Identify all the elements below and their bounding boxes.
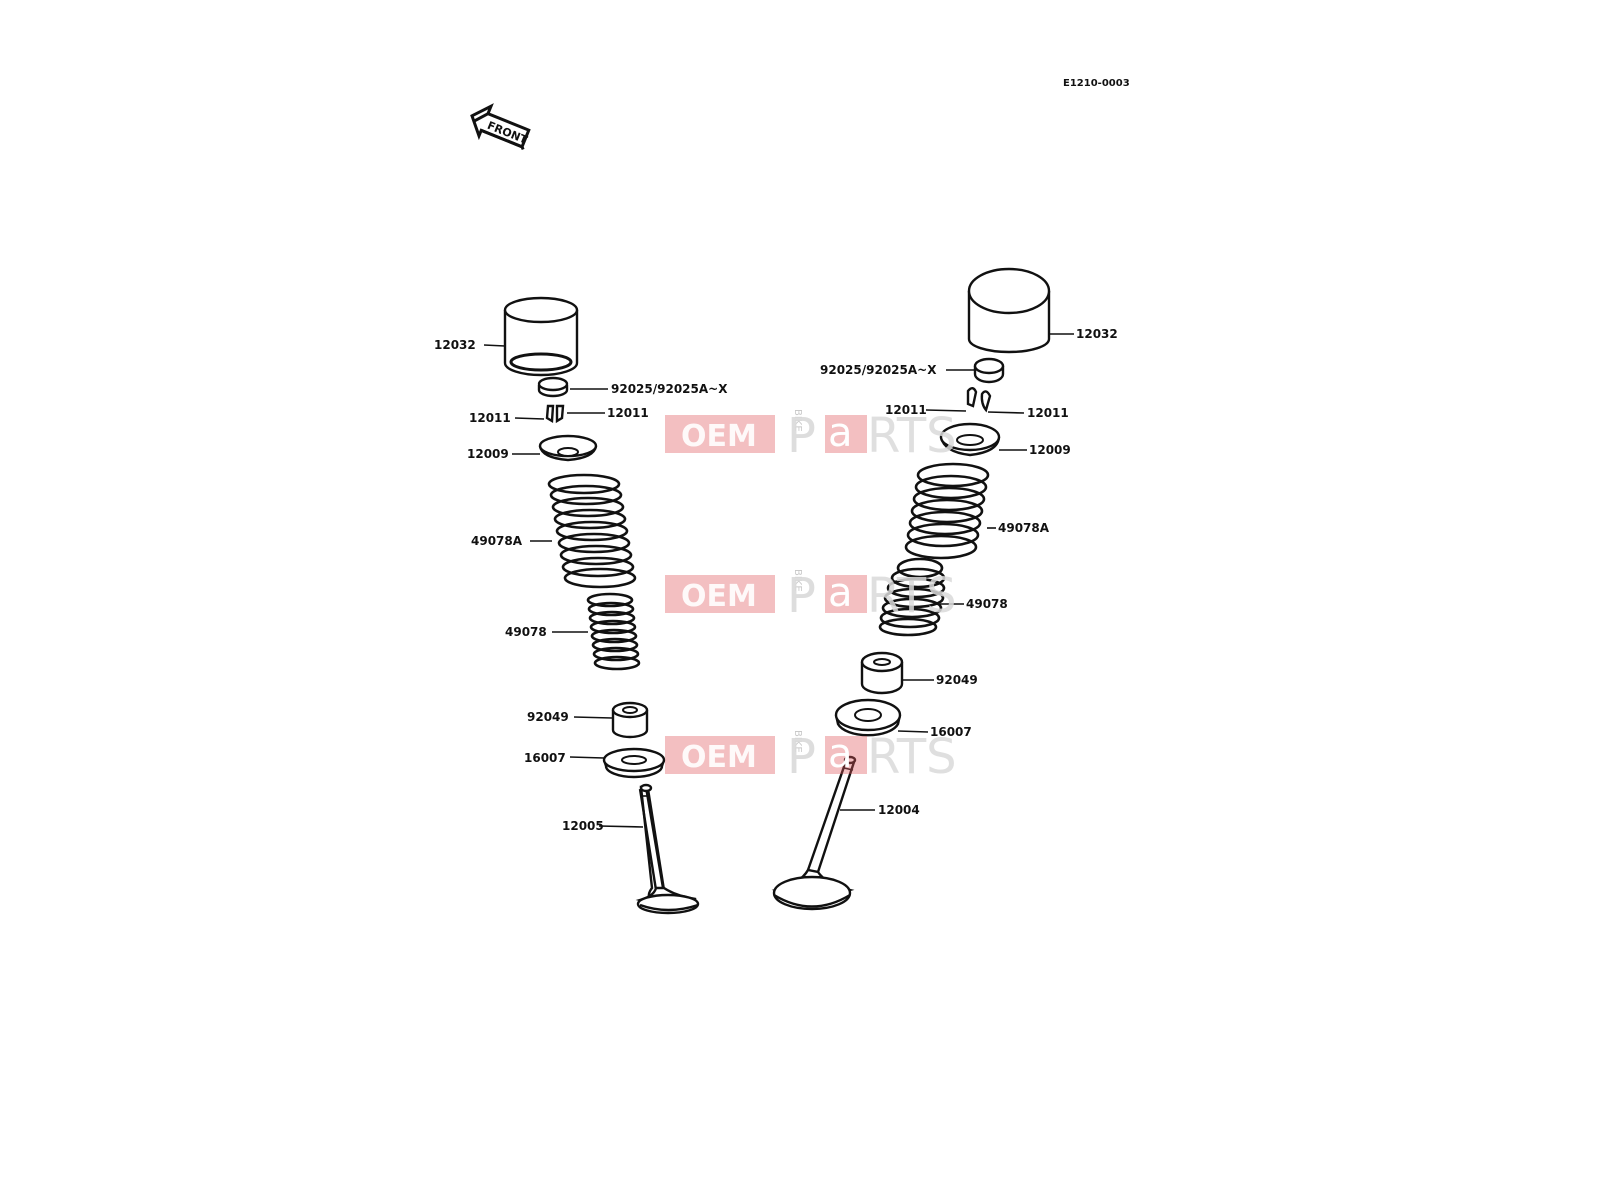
front-arrow-icon: FRONT	[470, 103, 531, 151]
left-label-12005: 12005	[562, 819, 604, 833]
left-label-12011-b: 12011	[607, 406, 649, 420]
svg-text:P: P	[787, 408, 816, 464]
svg-text:P: P	[787, 729, 816, 785]
svg-text:BIKE: BIKE	[792, 409, 803, 432]
svg-text:RTS: RTS	[867, 729, 957, 785]
svg-text:P: P	[787, 568, 816, 624]
svg-text:OEM: OEM	[681, 419, 757, 454]
right-spring-retainer	[939, 422, 1001, 457]
watermark-bottom: OEM BIKE P a RTS	[665, 729, 957, 785]
svg-text:BIKE: BIKE	[792, 569, 803, 592]
left-label-49078: 49078	[505, 625, 547, 639]
svg-text:RTS: RTS	[867, 408, 957, 464]
right-label-12009: 12009	[1029, 443, 1071, 457]
left-outer-spring	[547, 473, 637, 589]
right-label-92025: 92025/92025A~X	[820, 363, 937, 377]
svg-text:a: a	[828, 731, 853, 777]
right-valve-assembly: 12032 92025/92025A~X 12011 12011 12009 4…	[771, 267, 1118, 911]
left-shim	[537, 376, 569, 398]
svg-text:OEM: OEM	[681, 579, 757, 614]
left-valve-assembly: 12032 92025/92025A~X 12011 12011 12009 4…	[434, 296, 728, 915]
left-label-16007: 16007	[524, 751, 566, 765]
watermark-middle: OEM BIKE P a RTS	[665, 568, 957, 624]
right-tappet	[967, 267, 1051, 354]
svg-text:a: a	[828, 410, 853, 456]
left-label-12032: 12032	[434, 338, 476, 352]
left-inner-spring	[586, 592, 641, 671]
right-spring-seat	[834, 698, 902, 737]
left-spring-seat	[602, 747, 666, 779]
left-spring-retainer	[538, 434, 598, 462]
left-label-49078a: 49078A	[471, 534, 523, 548]
left-keepers	[545, 404, 565, 424]
svg-text:BIKE: BIKE	[792, 730, 803, 753]
right-label-12032: 12032	[1076, 327, 1118, 341]
right-label-49078a: 49078A	[998, 521, 1050, 535]
left-label-12011-a: 12011	[469, 411, 511, 425]
right-keepers	[966, 387, 992, 413]
left-label-92025: 92025/92025A~X	[611, 382, 728, 396]
right-label-12011-a: 12011	[885, 403, 927, 417]
left-label-92049: 92049	[527, 710, 569, 724]
right-inner-spring	[878, 557, 946, 637]
left-label-12009: 12009	[467, 447, 509, 461]
right-label-16007: 16007	[930, 725, 972, 739]
svg-text:OEM: OEM	[681, 740, 757, 775]
right-valve	[771, 755, 857, 911]
right-label-12011-b: 12011	[1027, 406, 1069, 420]
right-label-12004: 12004	[878, 803, 920, 817]
svg-text:RTS: RTS	[867, 568, 957, 624]
svg-text:a: a	[828, 570, 853, 616]
right-outer-spring	[904, 462, 990, 560]
watermark-top: OEM BIKE P a RTS	[665, 408, 957, 464]
diagram-code: E1210-0003	[1063, 78, 1130, 89]
right-label-92049: 92049	[936, 673, 978, 687]
left-tappet	[503, 296, 579, 377]
left-valve	[635, 783, 700, 915]
right-label-49078: 49078	[966, 597, 1008, 611]
right-stem-seal	[860, 651, 904, 695]
left-stem-seal	[611, 701, 649, 739]
right-shim	[973, 357, 1005, 384]
